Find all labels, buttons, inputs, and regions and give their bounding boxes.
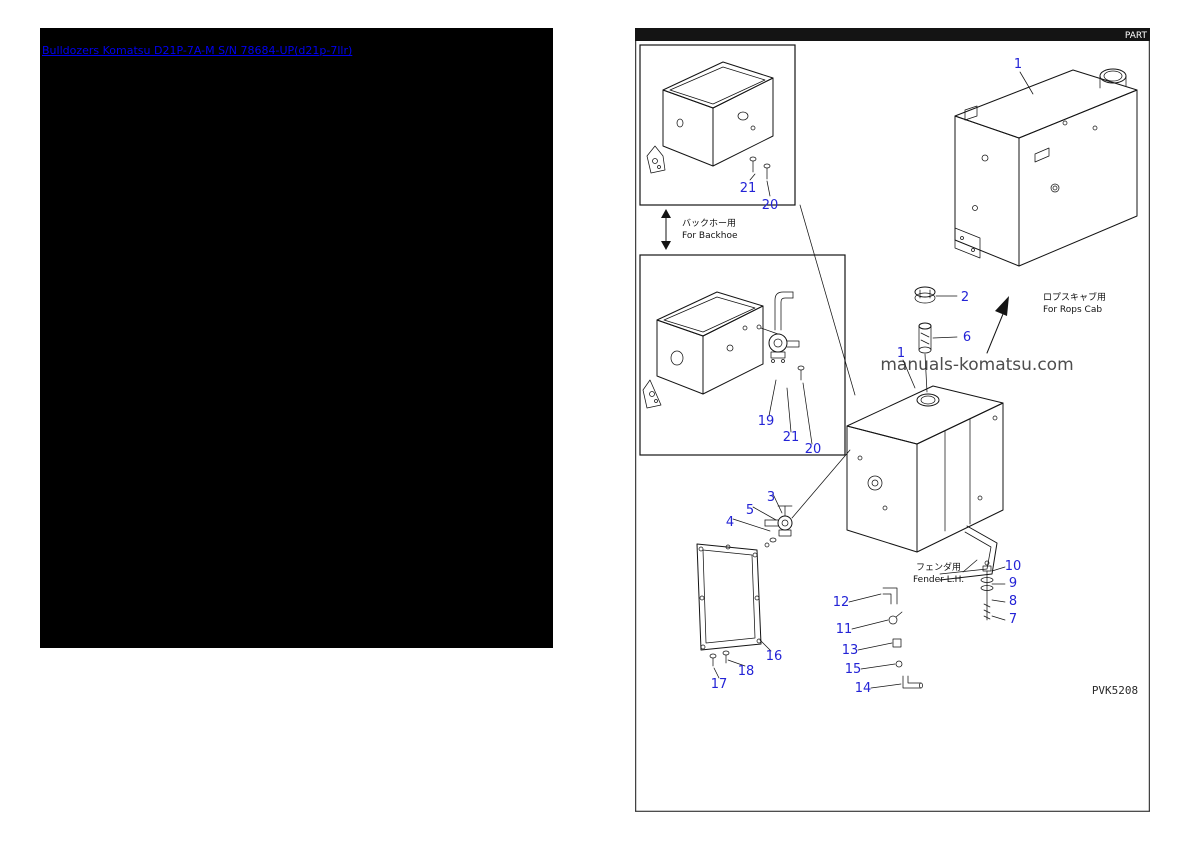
callout-3[interactable]: 3 [767,490,775,505]
callout-13[interactable]: 13 [842,643,859,658]
callout-4[interactable]: 4 [726,515,734,530]
callout-9[interactable]: 9 [1009,576,1017,591]
callout-11[interactable]: 11 [836,622,853,637]
callout-17[interactable]: 17 [711,677,728,692]
drawing-code: PVK5208 [1092,684,1138,697]
fuel-cap [914,286,958,304]
inset-connector-line [799,204,856,396]
fender-bolt-stack [980,565,1006,621]
viewer-panel: Bulldozers Komatsu D21P-7A-M S/N 78684-U… [40,28,553,648]
fender-bracket [939,525,998,581]
callout-10[interactable]: 10 [1005,559,1022,574]
watermark: manuals-komatsu.com [880,355,1073,375]
frame-top-right-text: PART [1125,31,1148,41]
diagram-frame: PART [635,28,1150,812]
label-rops-en: For Rops Cab [1043,305,1102,315]
inset-backhoe-upper [639,44,796,206]
callout-20-b[interactable]: 20 [805,442,822,457]
label-backhoe-en: For Backhoe [682,231,738,241]
rops-tank-drawing [954,68,1138,267]
panel-screw-17 [709,653,717,667]
inset-backhoe-lower [639,254,846,456]
bolt-20-upper [763,163,771,180]
panel-screw-18 [722,650,730,664]
callout-6[interactable]: 6 [963,330,971,345]
label-fender-en: Fender L.H. [913,575,964,585]
model-link[interactable]: Bulldozers Komatsu D21P-7A-M S/N 78684-U… [42,44,353,57]
callout-2[interactable]: 2 [961,290,969,305]
parts-diagram: PART [635,28,1150,812]
callout-7[interactable]: 7 [1009,612,1017,627]
callout-18[interactable]: 18 [738,664,755,679]
fuel-pipe [774,291,794,331]
callout-12[interactable]: 12 [833,595,850,610]
hose-fittings [848,587,923,689]
label-rops-jp: ロプスキャブ用 [1043,291,1106,303]
bolt-21-upper [749,156,757,173]
variant-swap-arrow [661,209,671,250]
callout-20-a[interactable]: 20 [762,198,779,213]
bolt-20-lower [797,365,805,381]
callout-8[interactable]: 8 [1009,594,1017,609]
main-tank-drawing [846,359,1004,553]
callout-19[interactable]: 19 [758,414,775,429]
rops-direction-arrow [986,296,1009,354]
fender-panel [696,543,772,679]
drain-valve [732,449,851,548]
callout-15[interactable]: 15 [845,662,862,677]
callout-1-main[interactable]: 1 [897,346,905,361]
callout-5[interactable]: 5 [746,503,754,518]
callout-21-b[interactable]: 21 [783,430,800,445]
callout-21-a[interactable]: 21 [740,181,757,196]
callout-14[interactable]: 14 [855,681,872,696]
callout-1-rops[interactable]: 1 [1014,57,1022,72]
fuel-valve-inset [756,324,800,363]
filler-neck [1099,68,1127,89]
label-backhoe-jp: バックホー用 [682,218,736,229]
diagram-svg: PART [635,28,1150,812]
label-fender-jp: フェンダ用 [916,561,961,573]
fuel-strainer [918,322,958,393]
callouts: 21 20 1 2 6 1 19 21 20 3 5 4 12 11 13 15… [711,57,1022,696]
callout-16[interactable]: 16 [766,649,783,664]
